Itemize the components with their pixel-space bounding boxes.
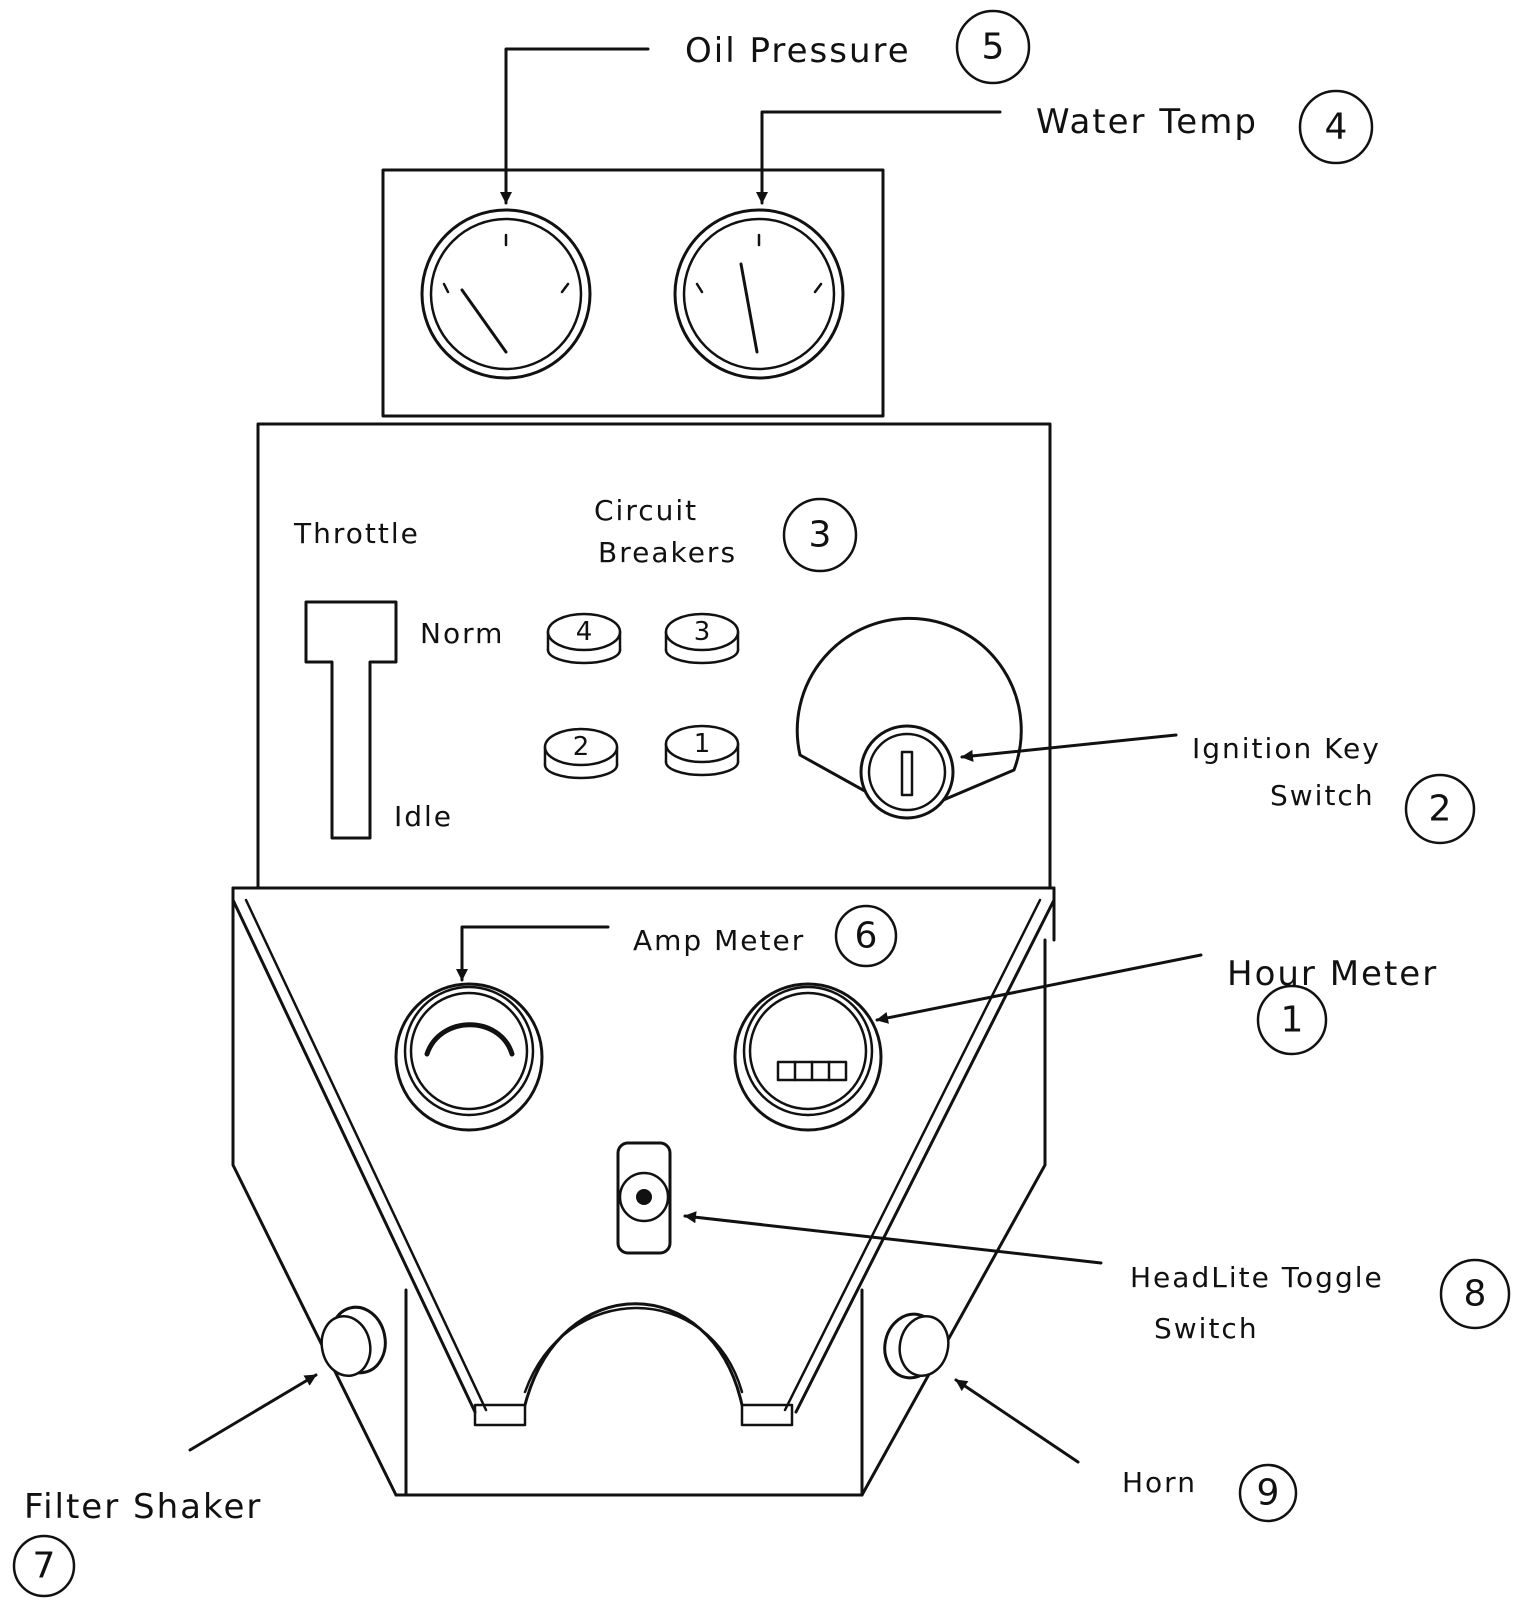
middle-panel <box>256 422 1052 890</box>
gauge-pod <box>381 168 885 418</box>
headlite-label-line1: HeadLite Toggle <box>1130 1261 1384 1294</box>
callout-circle-4 <box>1298 89 1374 165</box>
oil-pressure-needle <box>460 288 508 354</box>
horn-leader <box>954 1378 1080 1464</box>
circuit-breaker-2[interactable]: 2 <box>543 727 619 780</box>
hour-meter[interactable] <box>733 982 883 1132</box>
oil-pressure-label: Oil Pressure <box>685 31 911 71</box>
throttle-label: Throttle <box>293 517 420 550</box>
breaker-label-1: 1 <box>694 729 711 759</box>
callout-circle-7 <box>12 1534 76 1598</box>
oil-pressure-leader <box>500 47 650 205</box>
callout-4: 4 <box>1325 107 1348 148</box>
circuit-breaker-4[interactable]: 4 <box>546 612 622 665</box>
hour-meter-leader <box>875 953 1203 1024</box>
callout-circle-5 <box>955 9 1031 85</box>
callout-circle-3 <box>782 497 858 573</box>
norm-label: Norm <box>420 617 504 650</box>
callout-circle-2 <box>1404 773 1476 845</box>
callout-2: 2 <box>1429 789 1452 830</box>
water-temp-label: Water Temp <box>1036 102 1258 142</box>
horn-label: Horn <box>1122 1466 1197 1499</box>
headlite-label-line2: Switch <box>1154 1312 1259 1345</box>
callout-7: 7 <box>33 1546 56 1587</box>
filter-shaker-leader <box>188 1373 318 1452</box>
ignition-leader <box>960 733 1178 762</box>
callout-8: 8 <box>1464 1274 1487 1315</box>
water-temp-gauge[interactable] <box>673 208 845 380</box>
breaker-label-3: 3 <box>694 617 711 647</box>
amp-meter-label: Amp Meter <box>633 924 805 957</box>
oil-pressure-gauge[interactable] <box>420 208 592 380</box>
throttle-lever[interactable] <box>304 600 398 840</box>
key-slot-icon <box>900 750 914 797</box>
circuit-breakers-label-line1: Circuit <box>594 494 698 527</box>
ignition-key-switch[interactable] <box>795 616 1023 820</box>
amp-meter-leader <box>456 925 610 982</box>
headlite-toggle-switch[interactable] <box>616 1141 672 1255</box>
callout-circle-8 <box>1439 1258 1511 1330</box>
callout-circle-1 <box>1256 984 1328 1056</box>
amp-meter[interactable] <box>394 982 544 1132</box>
callout-9: 9 <box>1257 1473 1280 1514</box>
circuit-breaker-3[interactable]: 3 <box>664 612 740 665</box>
horn-button[interactable] <box>879 1309 954 1383</box>
callout-1: 1 <box>1281 1000 1304 1041</box>
hour-meter-label: Hour Meter <box>1227 954 1438 994</box>
ignition-label-line2: Switch <box>1270 779 1375 812</box>
callout-5: 5 <box>982 27 1005 68</box>
ignition-label-line1: Ignition Key <box>1192 732 1381 765</box>
callout-circle-6 <box>834 904 898 968</box>
callout-circle-9 <box>1238 1463 1298 1523</box>
water-temp-leader <box>756 110 1002 205</box>
lower-console <box>231 886 1056 1497</box>
circuit-breaker-1[interactable]: 1 <box>664 724 740 777</box>
callout-6: 6 <box>855 916 878 957</box>
headlite-leader <box>683 1211 1103 1265</box>
idle-label: Idle <box>394 800 453 833</box>
breaker-label-4: 4 <box>576 617 593 647</box>
water-temp-needle <box>739 262 759 354</box>
filter-shaker-button[interactable] <box>316 1302 391 1380</box>
circuit-breakers-label-line2: Breakers <box>598 536 737 569</box>
filter-shaker-label: Filter Shaker <box>24 1487 262 1527</box>
breaker-label-2: 2 <box>573 732 590 762</box>
callout-3: 3 <box>809 515 832 556</box>
